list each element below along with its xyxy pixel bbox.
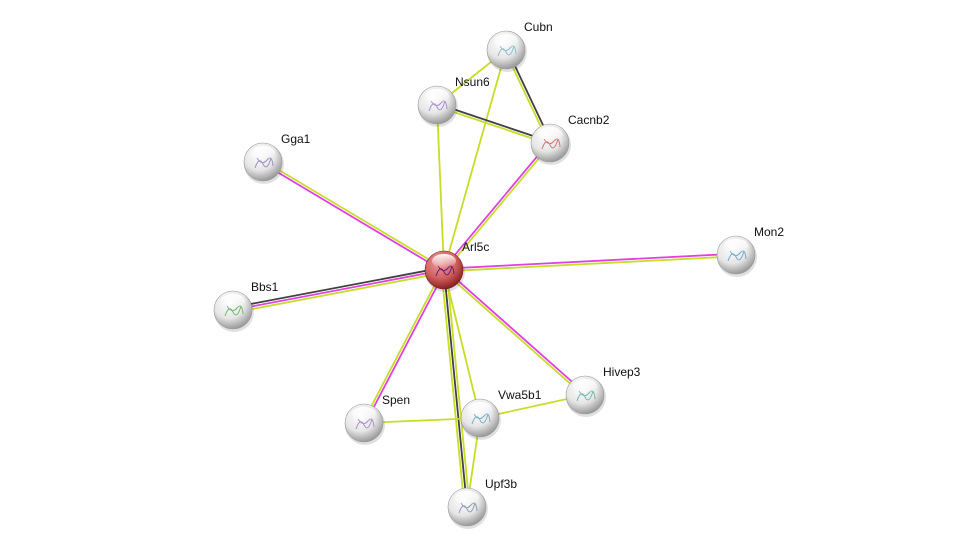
- edge-arl5c-spen[interactable]: [362, 268, 446, 425]
- node-spen[interactable]: Spen: [344, 393, 410, 445]
- protein-structure-icon: [497, 45, 517, 57]
- node-bbs1[interactable]: Bbs1: [213, 280, 279, 332]
- edge-line-coexpression: [443, 269, 468, 508]
- edge-arl5c-hivep3[interactable]: [442, 268, 587, 397]
- edge-nsun6-cacnb2[interactable]: [436, 102, 551, 146]
- node-mon2[interactable]: Mon2: [716, 225, 784, 277]
- edge-line-textmining: [442, 270, 585, 397]
- node-highlight: [573, 379, 597, 393]
- protein-structure-icon: [541, 138, 561, 150]
- edge-line-textmining: [363, 417, 481, 424]
- edge-line-coexpression: [437, 102, 551, 143]
- edge-arl5c-cacnb2[interactable]: [442, 141, 552, 272]
- node-label: Cubn: [524, 20, 553, 34]
- edge-line-textmining: [436, 105, 550, 146]
- edge-line-textmining: [443, 49, 507, 271]
- node-gga1[interactable]: Gga1: [243, 132, 311, 184]
- node-highlight: [251, 146, 275, 160]
- node-arl5c[interactable]: Arl5c: [424, 240, 489, 292]
- node-label: Upf3b: [485, 477, 517, 491]
- edge-arl5c-gga1[interactable]: [261, 160, 446, 272]
- edge-line-experiments: [261, 162, 444, 272]
- edge-line-textmining: [263, 160, 446, 270]
- protein-structure-icon: [428, 100, 448, 112]
- edge-line-textmining: [443, 269, 481, 419]
- node-highlight: [494, 34, 518, 48]
- edge-line-textmining: [440, 270, 466, 508]
- edge-line-textmining: [444, 255, 737, 273]
- node-label: Spen: [382, 393, 410, 407]
- edge-line-textmining: [362, 268, 444, 423]
- edge-arl5c-cubn[interactable]: [443, 49, 507, 271]
- edge-arl5c-vwa5b1[interactable]: [443, 269, 481, 419]
- edge-line-textmining: [233, 271, 445, 314]
- node-vwa5b1[interactable]: Vwa5b1: [460, 388, 542, 440]
- node-hivep3[interactable]: Hivep3: [565, 365, 641, 417]
- protein-structure-icon: [471, 413, 491, 425]
- node-label: Arl5c: [462, 240, 489, 254]
- node-highlight: [352, 407, 376, 421]
- edge-line-experiments: [232, 269, 445, 311]
- protein-structure-icon: [458, 502, 478, 514]
- node-highlight: [724, 239, 748, 253]
- node-label: Vwa5b1: [498, 388, 542, 402]
- node-label: Gga1: [281, 132, 311, 146]
- edge-arl5c-mon2[interactable]: [443, 252, 737, 273]
- node-highlight: [432, 254, 456, 268]
- node-highlight: [468, 402, 492, 416]
- edge-line-experiments: [444, 268, 587, 395]
- node-highlight: [455, 491, 479, 505]
- edge-line-coexpression: [232, 266, 444, 309]
- edge-line-experiments: [443, 252, 736, 270]
- node-cubn[interactable]: Cubn: [486, 20, 553, 72]
- edge-line-textmining: [436, 104, 445, 271]
- node-highlight: [425, 89, 449, 103]
- protein-structure-icon: [254, 157, 274, 169]
- edge-arl5c-upf3b[interactable]: [440, 269, 471, 508]
- protein-structure-icon: [224, 305, 244, 317]
- edge-vwa5b1-spen[interactable]: [363, 417, 481, 424]
- node-label: Nsun6: [455, 75, 490, 89]
- edge-arl5c-nsun6[interactable]: [436, 104, 445, 271]
- node-label: Bbs1: [251, 280, 279, 294]
- protein-structure-icon: [435, 265, 455, 277]
- edge-line-textmining: [444, 143, 552, 272]
- edge-line-experiments: [364, 270, 446, 425]
- node-highlight: [538, 127, 562, 141]
- edge-line-experiments: [442, 141, 550, 270]
- node-label: Cacnb2: [568, 113, 610, 127]
- edge-line-textmining: [445, 269, 471, 507]
- node-upf3b[interactable]: Upf3b: [447, 477, 517, 529]
- protein-structure-icon: [727, 250, 747, 262]
- node-highlight: [221, 294, 245, 308]
- edge-arl5c-bbs1[interactable]: [232, 266, 445, 314]
- node-label: Mon2: [754, 225, 784, 239]
- protein-structure-icon: [355, 418, 375, 430]
- node-cacnb2[interactable]: Cacnb2: [530, 113, 610, 165]
- protein-structure-icon: [576, 390, 596, 402]
- node-nsun6[interactable]: Nsun6: [417, 75, 490, 127]
- node-label: Hivep3: [603, 365, 641, 379]
